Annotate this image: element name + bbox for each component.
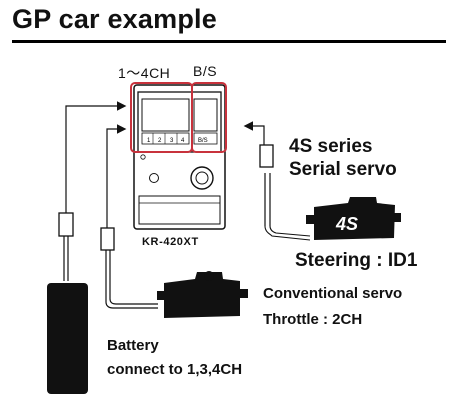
link-button: [149, 173, 159, 183]
conventional-servo-connector: [100, 227, 115, 251]
serial-servo-series-label: 4S series: [289, 136, 373, 157]
battery-connection-label: connect to 1,3,4CH: [107, 361, 243, 378]
port-label-3: 3: [170, 138, 174, 144]
battery-pack: [47, 283, 88, 394]
serial-servo-wire: [243, 121, 311, 241]
servo-badge-4s: 4S: [335, 214, 358, 234]
bs-port-highlight: [191, 82, 227, 153]
bs-port-label: B/S: [193, 63, 218, 79]
conventional-servo: [157, 271, 248, 318]
battery-label: Battery: [107, 337, 159, 354]
receiver-unit: 1 2 3 4 B/S: [133, 84, 226, 230]
title-underline: [12, 40, 446, 43]
channel-range-label: 1～4CH: [118, 65, 171, 81]
throttle-assignment-label: Throttle : 2CH: [263, 311, 363, 328]
port-label-4: 4: [181, 138, 185, 144]
port-row: 1 2 3 4 B/S: [141, 132, 218, 145]
serial-servo: 4S: [306, 197, 401, 240]
receiver-model-label: KR-420XT: [142, 236, 199, 248]
conventional-servo-wire: [100, 124, 158, 309]
port-label-1: 1: [147, 138, 151, 144]
serial-servo-connector: [259, 144, 274, 168]
steering-assignment-label: Steering : ID1: [295, 250, 418, 271]
battery-connector: [58, 212, 74, 237]
conventional-servo-label: Conventional servo: [263, 285, 403, 302]
port-label-bs: B/S: [198, 138, 208, 144]
diagram-title: GP car example: [12, 4, 217, 34]
led-indicator: [140, 154, 146, 160]
battery-wire: [58, 101, 127, 281]
port-label-2: 2: [158, 138, 162, 144]
serial-servo-type-label: Serial servo: [289, 159, 397, 180]
